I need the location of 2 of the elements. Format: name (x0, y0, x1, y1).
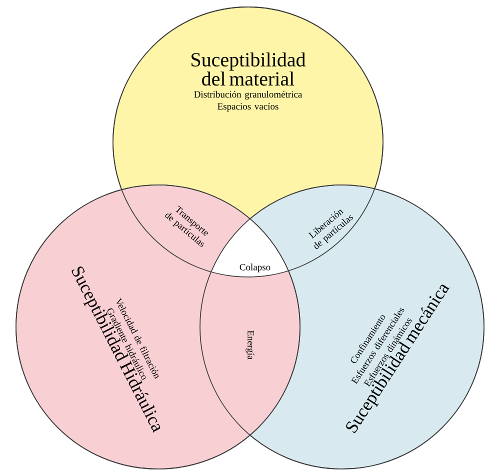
region-label: Colapso (240, 264, 270, 272)
region-label: Energía (246, 330, 254, 360)
